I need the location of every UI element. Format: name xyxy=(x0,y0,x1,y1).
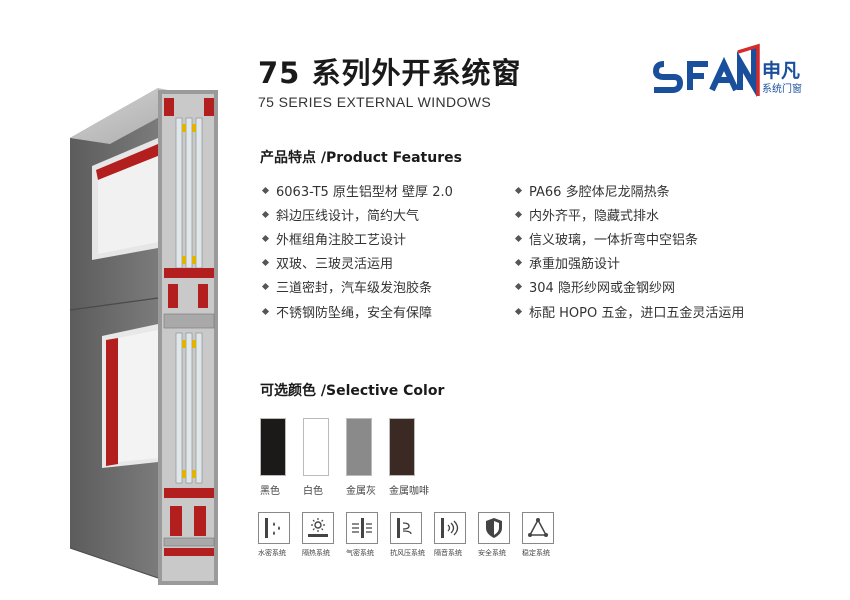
diamond-bullet-icon xyxy=(261,186,270,194)
feature-text: 内外齐平，隐藏式排水 xyxy=(529,208,660,224)
system-item: 气密系统 xyxy=(346,512,382,558)
page-title: 75 系列外开系统窗 xyxy=(258,56,522,90)
list-item: 承重加强筋设计 xyxy=(514,251,775,275)
feature-text: 承重加强筋设计 xyxy=(529,257,621,273)
list-item: 外框组角注胶工艺设计 xyxy=(261,226,522,250)
diamond-bullet-icon xyxy=(514,186,523,194)
feature-text: 外框组角注胶工艺设计 xyxy=(276,232,407,248)
system-icons: 水密系统 隔热系统 气密系统 抗风压系统 xyxy=(258,512,568,562)
system-label: 隔音系统 xyxy=(434,549,462,557)
diamond-bullet-icon xyxy=(261,283,270,291)
swatch-label: 金属咖啡 xyxy=(389,486,429,497)
list-item: 不锈钢防坠绳，安全有保障 xyxy=(261,299,522,323)
feature-text: 标配 HOPO 五金，进口五金灵活运用 xyxy=(529,305,745,321)
features-list: 6063-T5 原生铝型材 壁厚 2.0 斜边压线设计，简约大气 外框组角注胶工… xyxy=(261,178,782,323)
list-item: 6063-T5 原生铝型材 壁厚 2.0 xyxy=(261,178,522,202)
diamond-bullet-icon xyxy=(514,234,523,243)
system-label: 抗风压系统 xyxy=(390,549,425,557)
list-item: 斜边压线设计，简约大气 xyxy=(261,202,522,226)
features-right-column: PA66 多腔体尼龙隔热条 内外齐平，隐藏式排水 信义玻璃，一体折弯中空铝条 承… xyxy=(514,178,775,323)
brand-name-cn: 申凡 xyxy=(762,60,801,82)
swatch-metal-coffee xyxy=(389,418,415,476)
colors-heading: 可选颜色 /Selective Color xyxy=(260,383,445,399)
system-label: 水密系统 xyxy=(258,549,286,557)
swatch-black xyxy=(260,418,286,476)
sound-wave-icon xyxy=(441,518,459,538)
window-profile-illustration xyxy=(69,88,218,585)
swatch-label: 白色 xyxy=(303,486,323,497)
features-heading: 产品特点 /Product Features xyxy=(260,150,462,166)
swatch-metal-gray xyxy=(346,418,372,476)
feature-text: PA66 多腔体尼龙隔热条 xyxy=(529,184,670,200)
wind-pressure-icon xyxy=(397,518,412,538)
feature-text: 斜边压线设计，简约大气 xyxy=(276,208,420,224)
system-label: 隔热系统 xyxy=(302,549,330,557)
triangle-stability-icon xyxy=(528,518,548,537)
swatch-white xyxy=(303,418,329,476)
list-item: 双玻、三玻灵活运用 xyxy=(261,251,522,275)
swatch-label: 金属灰 xyxy=(346,486,376,497)
features-left-column: 6063-T5 原生铝型材 壁厚 2.0 斜边压线设计，简约大气 外框组角注胶工… xyxy=(261,178,522,323)
system-item: 抗风压系统 xyxy=(390,512,426,558)
feature-text: 304 隐形纱网或金钢纱网 xyxy=(529,281,675,297)
list-item: 三道密封，汽车级发泡胶条 xyxy=(261,275,522,299)
list-item: 标配 HOPO 五金，进口五金灵活运用 xyxy=(514,299,775,323)
list-item: 信义玻璃，一体折弯中空铝条 xyxy=(514,226,775,250)
list-item: 内外齐平，隐藏式排水 xyxy=(514,202,775,226)
feature-text: 三道密封，汽车级发泡胶条 xyxy=(276,281,433,297)
air-wind-icon xyxy=(352,518,372,538)
diamond-bullet-icon xyxy=(261,234,270,243)
list-item: PA66 多腔体尼龙隔热条 xyxy=(514,178,775,202)
system-item: 隔音系统 xyxy=(434,512,470,558)
feature-text: 不锈钢防坠绳，安全有保障 xyxy=(276,305,433,321)
swatch-label: 黑色 xyxy=(260,486,280,497)
system-item: 水密系统 xyxy=(258,512,294,558)
diamond-bullet-icon xyxy=(261,307,270,315)
page-subtitle: 75 SERIES EXTERNAL WINDOWS xyxy=(258,94,492,110)
system-item: 隔热系统 xyxy=(302,512,338,558)
feature-text: 双玻、三玻灵活运用 xyxy=(276,257,394,273)
list-item: 304 隐形纱网或金钢纱网 xyxy=(514,275,775,299)
brand-logo xyxy=(652,43,760,98)
feature-text: 信义玻璃，一体折弯中空铝条 xyxy=(529,232,699,248)
brand-tagline-cn: 系统门窗 xyxy=(762,84,802,95)
system-item: 稳定系统 xyxy=(522,512,558,558)
diamond-bullet-icon xyxy=(514,210,523,218)
water-drop-icon xyxy=(265,518,280,538)
diamond-bullet-icon xyxy=(514,307,523,315)
shield-icon xyxy=(486,518,502,538)
feature-text: 6063-T5 原生铝型材 壁厚 2.0 xyxy=(276,184,453,200)
diamond-bullet-icon xyxy=(261,259,270,267)
diamond-bullet-icon xyxy=(261,210,270,218)
color-swatches: 黑色 白色 金属灰 金属咖啡 xyxy=(260,418,460,498)
system-label: 气密系统 xyxy=(346,549,374,557)
sun-heat-icon xyxy=(308,518,328,537)
system-label: 安全系统 xyxy=(478,549,506,557)
system-label: 稳定系统 xyxy=(522,549,550,557)
diamond-bullet-icon xyxy=(514,259,523,267)
system-item: 安全系统 xyxy=(478,512,514,558)
diamond-bullet-icon xyxy=(514,283,523,291)
